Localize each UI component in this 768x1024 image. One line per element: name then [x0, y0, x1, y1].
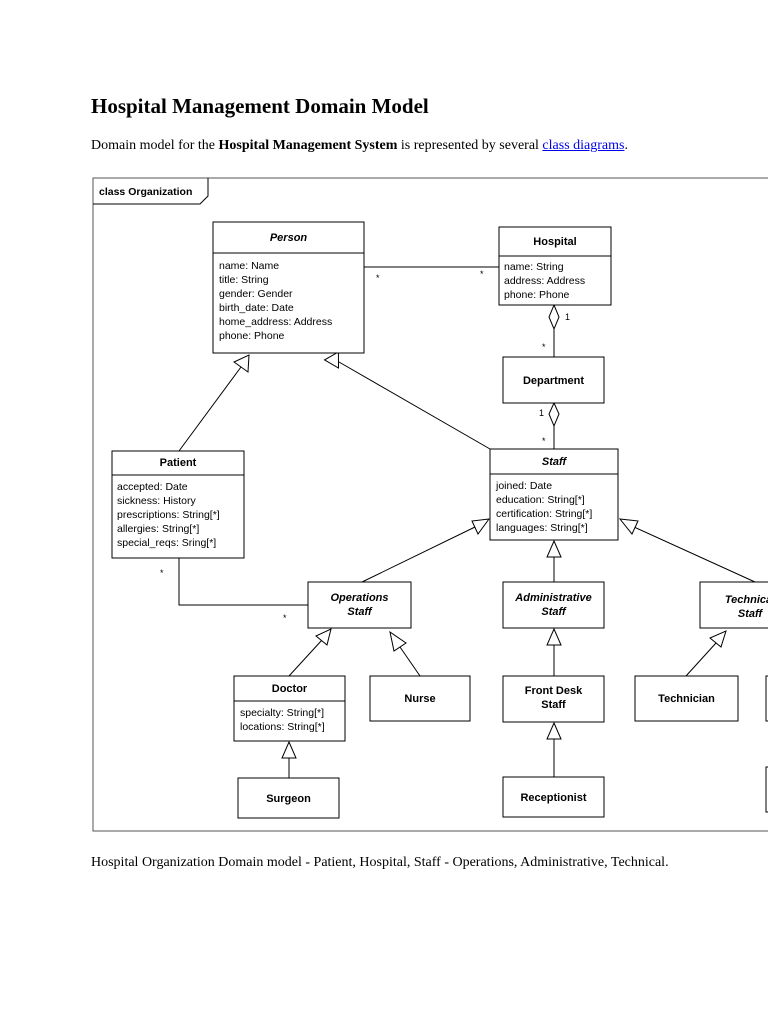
operations-staff-line2: Staff: [347, 606, 373, 618]
person-arrowhead-left: [233, 354, 250, 373]
frontdesk-arrowhead-receptionist: [546, 721, 562, 740]
doctor-arrowhead-surgeon: [281, 740, 297, 759]
class-patient-name: Patient: [160, 457, 197, 469]
nurse-operations-generalization: [399, 646, 421, 677]
administrative-staff-line1: Administrative: [514, 592, 591, 604]
technical-staff-line2: Staff: [738, 608, 764, 620]
hospital-aggregation-diamond: [548, 303, 560, 331]
class-operations-staff: Operations Staff: [307, 581, 412, 629]
administrative-arrowhead-frontdesk: [546, 627, 562, 646]
class-staff-name: Staff: [542, 456, 568, 468]
patient-attr: prescriptions: String[*]: [117, 509, 220, 521]
class-surgeon-name: Surgeon: [266, 793, 311, 805]
staff-attr: certification: String[*]: [496, 508, 592, 520]
class-hospital-name: Hospital: [533, 236, 576, 248]
staff-attr: education: String[*]: [496, 494, 585, 506]
person-attr: phone: Phone: [219, 330, 285, 342]
multiplicity-labels: * * 1 * 1 * * *: [160, 269, 570, 623]
class-technical-staff: Technical Staff: [699, 581, 768, 629]
staff-person-generalization: [338, 361, 491, 450]
hospital-attr: phone: Phone: [504, 289, 570, 301]
class-administrative-staff: Administrative Staff: [502, 581, 605, 629]
class-nurse-name: Nurse: [404, 693, 435, 705]
class-technician: Technician: [634, 675, 739, 722]
operations-staff-line1: Operations: [330, 592, 388, 604]
doctor-attr: locations: String[*]: [240, 721, 325, 733]
multiplicity-patient: *: [160, 568, 164, 578]
patient-operations-association: [178, 558, 308, 606]
operations-staff-generalization: [361, 526, 476, 583]
intro-middle: is represented by several: [397, 138, 543, 153]
staff-attr: joined: Date: [495, 480, 552, 492]
technician-technical-generalization: [685, 642, 717, 677]
class-front-desk-staff: Front Desk Staff: [502, 675, 605, 723]
multiplicity-person: *: [376, 273, 380, 283]
technical-staff-line1: Technical: [725, 594, 768, 606]
intro-bold: Hospital Management System: [218, 138, 398, 153]
technical-staff-generalization: [633, 526, 756, 583]
page-title: Hospital Management Domain Model: [91, 94, 429, 118]
front-desk-line2: Staff: [541, 699, 566, 711]
multiplicity-operations: *: [283, 613, 287, 623]
class-receptionist-name: Receptionist: [520, 792, 586, 804]
class-nurse: Nurse: [369, 675, 471, 722]
person-attr: home_address: Address: [219, 316, 332, 328]
multiplicity-hospital: *: [480, 269, 484, 279]
class-staff: Staff joined: Date education: String[*] …: [489, 448, 619, 541]
multiplicity-staff-many: *: [542, 436, 546, 446]
doctor-attr: specialty: String[*]: [240, 707, 324, 719]
person-attr: title: String: [219, 274, 269, 286]
person-attr: name: Name: [219, 260, 279, 272]
patient-attr: sickness: History: [117, 495, 197, 507]
patient-attr: allergies: String[*]: [117, 523, 199, 535]
class-person: Person name: Name title: String gender: …: [212, 221, 365, 354]
class-technician-name: Technician: [658, 693, 715, 705]
operations-arrowhead-nurse: [389, 630, 407, 652]
doctor-operations-generalization: [288, 639, 323, 677]
intro-prefix: Domain model for the: [91, 138, 219, 153]
patient-person-generalization: [178, 366, 242, 452]
class-department-name: Department: [523, 375, 584, 387]
administrative-staff-line2: Staff: [541, 606, 567, 618]
class-diagrams-link[interactable]: class diagrams: [542, 138, 625, 153]
class-doctor: Doctor specialty: String[*] locations: S…: [233, 675, 346, 742]
multiplicity-department-one: 1: [539, 408, 544, 418]
class-surgeon: Surgeon: [237, 777, 340, 819]
frame-label: class Organization: [99, 186, 192, 198]
patient-attr: accepted: Date: [117, 481, 188, 493]
staff-attr: languages: String[*]: [496, 522, 588, 534]
hospital-attr: address: Address: [504, 275, 585, 287]
figure-caption: Hospital Organization Domain model - Pat…: [91, 855, 669, 870]
hospital-attr: name: String: [504, 261, 564, 273]
aggregation-diamonds: [548, 303, 560, 428]
intro-paragraph: Domain model for the Hospital Management…: [91, 138, 628, 154]
person-attr: gender: Gender: [219, 288, 293, 300]
class-doctor-name: Doctor: [272, 683, 308, 695]
person-attr: birth_date: Date: [219, 302, 294, 314]
technical-arrowhead-technician: [709, 630, 727, 648]
class-department: Department: [502, 356, 605, 404]
operations-arrowhead-doctor: [315, 628, 332, 646]
relationship-lines: [178, 266, 756, 778]
clipped-right-boxes: [765, 675, 768, 813]
intro-suffix: .: [624, 138, 628, 153]
class-receptionist: Receptionist: [502, 776, 605, 818]
patient-attr: special_reqs: Sring[*]: [117, 537, 216, 549]
front-desk-line1: Front Desk: [525, 685, 583, 697]
staff-arrowhead-operations: [471, 518, 491, 535]
department-aggregation-diamond: [548, 401, 560, 428]
multiplicity-department-many: *: [542, 342, 546, 352]
staff-arrowhead-technical: [618, 518, 639, 535]
generalization-arrowheads: [233, 351, 727, 759]
class-person-name: Person: [270, 232, 308, 244]
multiplicity-hospital-one: 1: [565, 312, 570, 322]
staff-arrowhead-administrative: [546, 539, 562, 558]
class-patient: Patient accepted: Date sickness: History…: [111, 450, 245, 559]
person-arrowhead-right: [323, 351, 340, 369]
class-hospital: Hospital name: String address: Address p…: [498, 226, 612, 306]
